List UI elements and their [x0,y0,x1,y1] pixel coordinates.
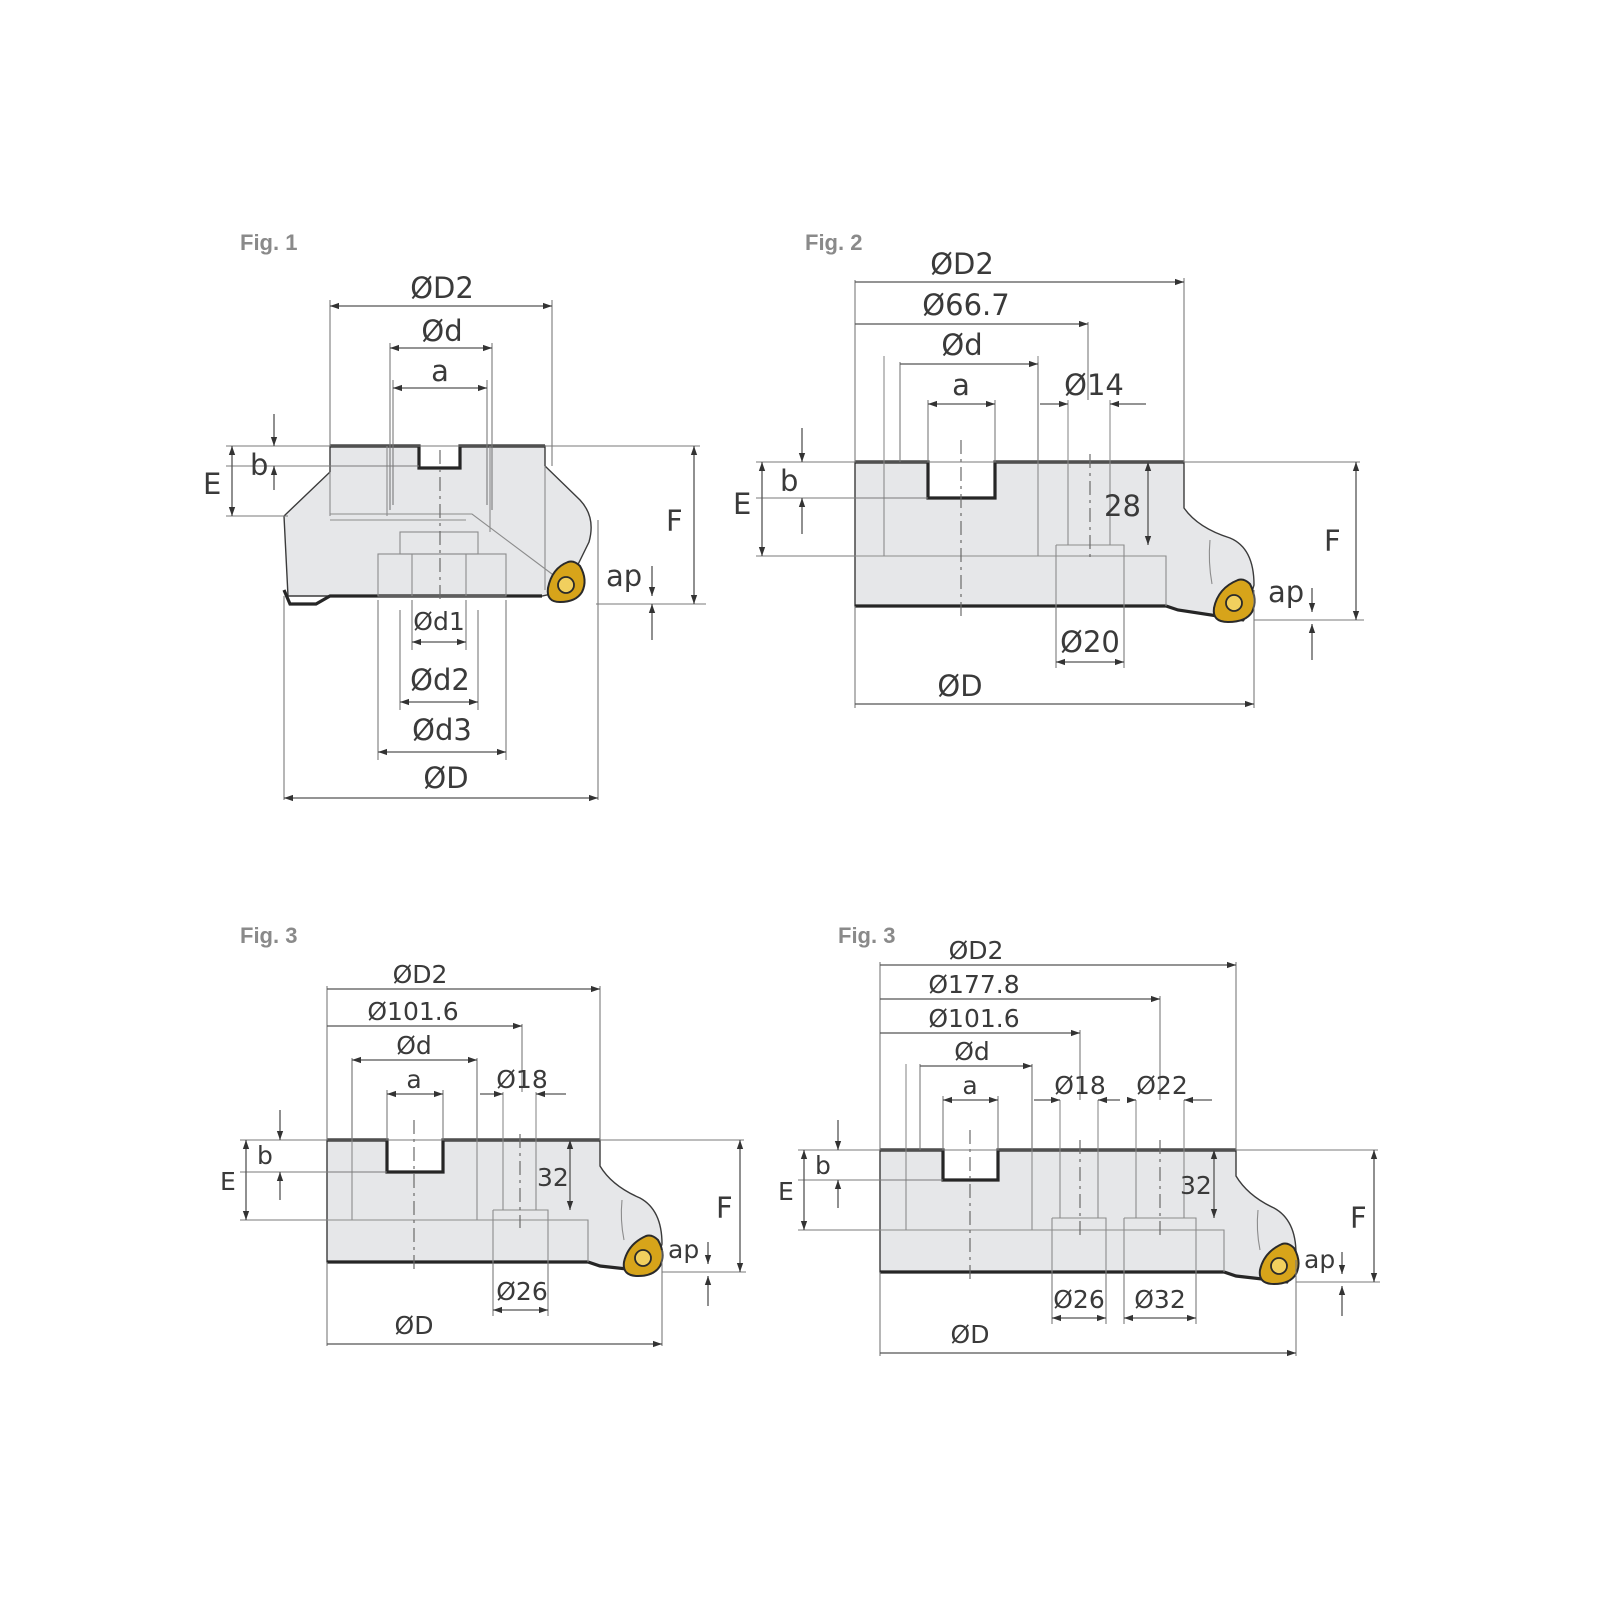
bore-18 [502,1092,537,1210]
label-D2: ØD2 [930,247,994,281]
label-32: 32 [1180,1171,1212,1200]
figure-title: Fig. 1 [240,230,297,255]
hidden-lines-2 [330,513,561,581]
insert-hole [1270,1257,1288,1275]
figure-3b: Fig. 3 ØD2 Ø177.8 Ø [778,923,1380,1357]
label-d: Ød [421,314,462,348]
label-18: Ø18 [1054,1071,1106,1100]
figure-1: Fig. 1 ØD2 Ød a [203,230,706,802]
label-d2: Ød2 [410,663,470,697]
label-66-7: Ø66.7 [922,288,1009,322]
label-D: ØD [423,761,468,795]
label-32: 32 [537,1163,569,1192]
label-177-8: Ø177.8 [928,970,1019,999]
label-d: Ød [941,328,982,362]
label-E: E [778,1177,794,1206]
label-F: F [1350,1201,1367,1235]
hidden-lines [329,446,546,590]
label-E: E [220,1167,236,1196]
counterbore [377,553,507,597]
label-ap: ap [1268,575,1304,609]
label-F: F [666,504,683,538]
label-d1: Ød1 [413,607,464,636]
relief-line [1208,539,1213,585]
label-a: a [406,1065,421,1094]
label-E: E [203,467,221,501]
label-26: Ø26 [496,1277,548,1306]
label-101-6: Ø101.6 [367,997,458,1026]
figure-title: Fig. 2 [805,230,862,255]
label-d: Ød [954,1037,990,1066]
counterbore-26 [1051,1217,1107,1272]
label-ap: ap [668,1235,699,1264]
center-lines [969,1130,1161,1282]
label-D: ØD [395,1311,434,1340]
cutter-body [326,1139,663,1273]
label-E: E [733,487,751,521]
label-14: Ø14 [1064,368,1124,402]
bore-14 [1067,400,1111,545]
label-18: Ø18 [496,1065,548,1094]
cutter-body [854,461,1255,621]
label-D2: ØD2 [393,960,448,989]
label-ap: ap [1304,1245,1335,1274]
insert-hole [1225,594,1243,612]
relief-line [1256,1209,1261,1251]
label-a: a [962,1071,977,1100]
label-F: F [716,1191,733,1225]
bores [1059,1100,1185,1218]
center-lines [413,1120,521,1272]
label-101-6: Ø101.6 [928,1004,1019,1033]
label-D: ØD [937,669,982,703]
label-d3: Ød3 [412,713,472,747]
label-28: 28 [1104,489,1141,523]
label-a: a [431,354,449,388]
label-b: b [815,1151,831,1180]
center-lines [960,440,1091,616]
counterbore [492,1209,549,1262]
label-b: b [250,448,268,482]
label-D: ØD [951,1320,990,1349]
counterbore [1055,544,1125,606]
label-b: b [780,464,798,498]
label-32-bore: Ø32 [1134,1285,1186,1314]
label-b: b [257,1141,273,1170]
label-F: F [1324,524,1341,558]
label-D2: ØD2 [410,271,474,305]
label-D2: ØD2 [949,936,1004,965]
label-d: Ød [396,1031,432,1060]
insert-hole [634,1249,652,1267]
figure-title: Fig. 3 [838,923,895,948]
bottom-edge [855,604,1245,622]
insert-hole [557,576,575,594]
label-22: Ø22 [1136,1071,1188,1100]
label-20: Ø20 [1060,625,1120,659]
relief-line [620,1199,625,1241]
figure-2: Fig. 2 ØD2 Ø66.7 Ød a Ø14 28 [733,230,1364,708]
bore [411,554,467,596]
figure-3a: Fig. 3 ØD2 Ø101.6 Ød a Ø18 32 [220,923,746,1348]
figure-title: Fig. 3 [240,923,297,948]
label-ap: ap [606,559,642,593]
bottom-edge [880,1270,1289,1284]
label-a: a [952,368,970,402]
counterbore-32 [1123,1217,1197,1272]
label-26: Ø26 [1053,1285,1105,1314]
